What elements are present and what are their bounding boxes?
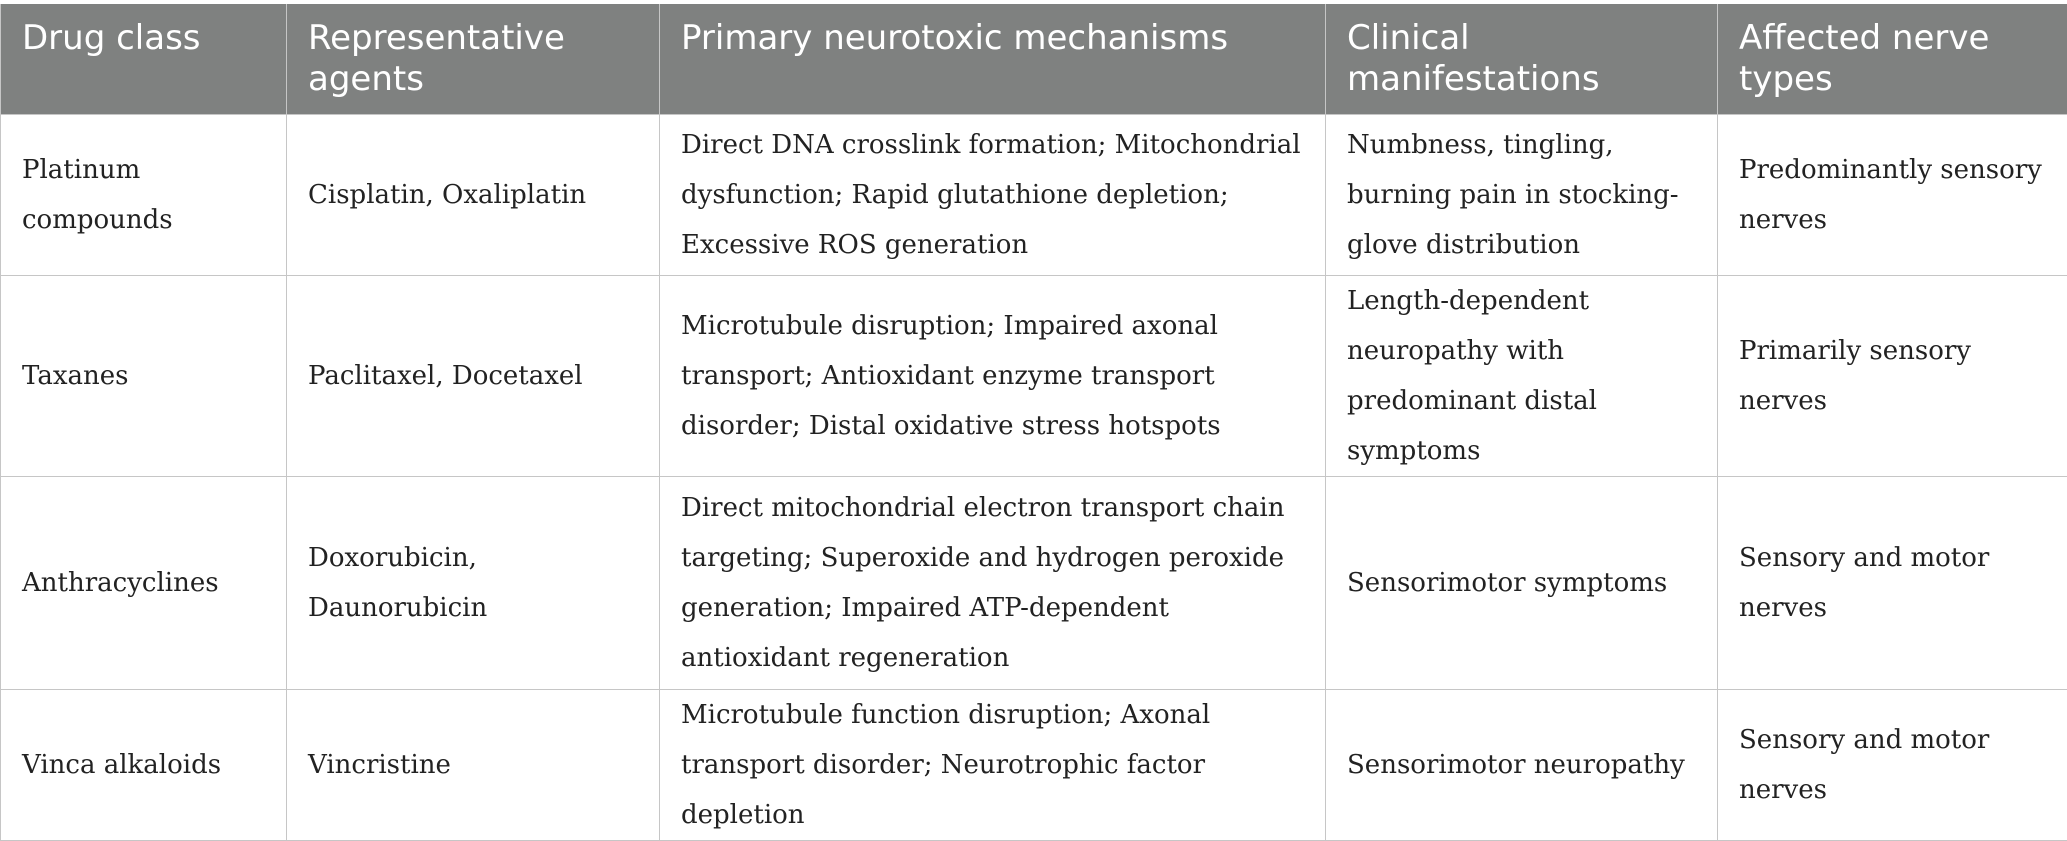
table-row: Anthracyclines Doxorubicin, Daunorubicin… (1, 477, 2067, 690)
cell-affected-nerve-types: Primarily sensory nerves (1718, 276, 2067, 477)
table-body: Platinum compounds Cisplatin, Oxaliplati… (1, 115, 2067, 841)
table-header: Drug class Representative agents Primary… (1, 4, 2067, 115)
cell-drug-class: Platinum compounds (1, 115, 287, 276)
cell-affected-nerve-types: Predominantly sensory nerves (1718, 115, 2067, 276)
table-row: Taxanes Paclitaxel, Docetaxel Microtubul… (1, 276, 2067, 477)
cell-clinical-manifestations: Sensorimotor neuropathy (1326, 690, 1718, 841)
cell-representative-agents: Paclitaxel, Docetaxel (287, 276, 660, 477)
cell-neurotoxic-mechanisms: Microtubule function disruption; Axonal … (660, 690, 1326, 841)
header-affected-nerve-types: Affected nerve types (1718, 4, 2067, 115)
cell-neurotoxic-mechanisms: Direct DNA crosslink formation; Mitochon… (660, 115, 1326, 276)
cell-drug-class: Taxanes (1, 276, 287, 477)
cell-affected-nerve-types: Sensory and motor nerves (1718, 477, 2067, 690)
table-row: Vinca alkaloids Vincristine Microtubule … (1, 690, 2067, 841)
drug-neurotoxicity-table: Drug class Representative agents Primary… (0, 4, 2067, 841)
cell-drug-class: Anthracyclines (1, 477, 287, 690)
cell-representative-agents: Cisplatin, Oxaliplatin (287, 115, 660, 276)
cell-representative-agents: Doxorubicin, Daunorubicin (287, 477, 660, 690)
header-representative-agents: Representative agents (287, 4, 660, 115)
cell-drug-class: Vinca alkaloids (1, 690, 287, 841)
header-row: Drug class Representative agents Primary… (1, 4, 2067, 115)
header-neurotoxic-mechanisms: Primary neurotoxic mechanisms (660, 4, 1326, 115)
cell-clinical-manifestations: Sensorimotor symptoms (1326, 477, 1718, 690)
cell-neurotoxic-mechanisms: Direct mitochondrial electron transport … (660, 477, 1326, 690)
cell-representative-agents: Vincristine (287, 690, 660, 841)
cell-affected-nerve-types: Sensory and motor nerves (1718, 690, 2067, 841)
cell-clinical-manifestations: Numbness, tingling, burning pain in stoc… (1326, 115, 1718, 276)
header-clinical-manifestations: Clinical manifestations (1326, 4, 1718, 115)
table-row: Platinum compounds Cisplatin, Oxaliplati… (1, 115, 2067, 276)
cell-clinical-manifestations: Length-dependent neuropathy with predomi… (1326, 276, 1718, 477)
cell-neurotoxic-mechanisms: Microtubule disruption; Impaired axonal … (660, 276, 1326, 477)
header-drug-class: Drug class (1, 4, 287, 115)
